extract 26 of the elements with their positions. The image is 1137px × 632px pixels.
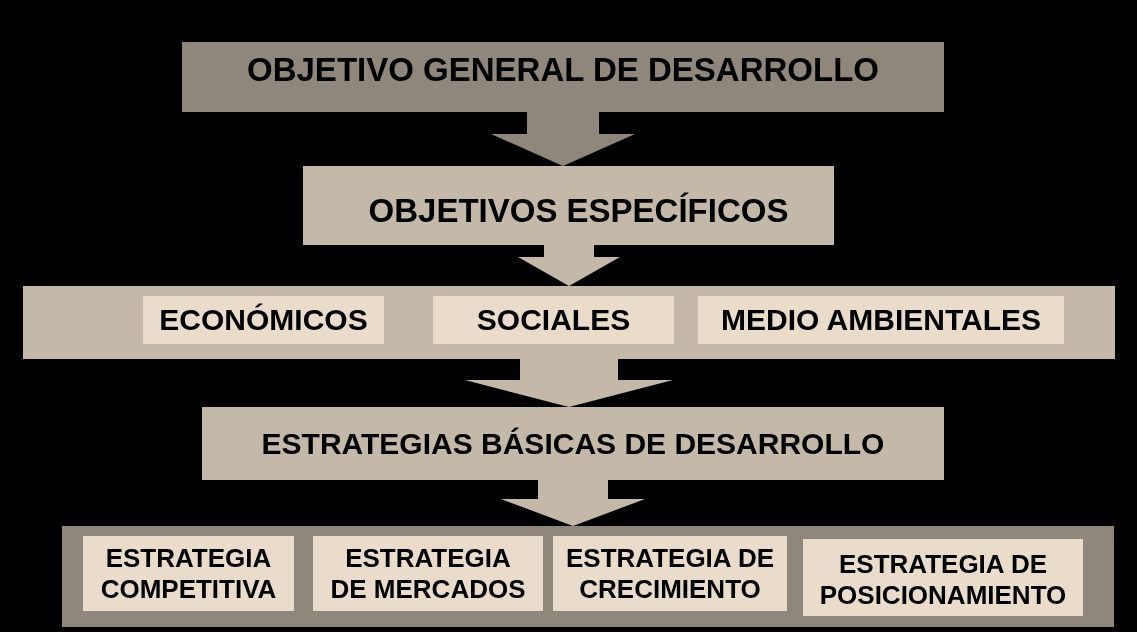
block-arrow	[465, 359, 673, 407]
process-box	[803, 539, 1083, 616]
box-label: ESTRATEGIA COMPETITIVA	[99, 543, 278, 604]
process-box	[313, 536, 543, 611]
box-label: ESTRATEGIA DE POSICIONAMIENTO	[818, 549, 1068, 610]
box-label: ESTRATEGIAS BÁSICAS DE DESARROLLO	[261, 425, 885, 462]
box-label: ESTRATEGIA DE MERCADOS	[329, 543, 527, 604]
block-arrow	[501, 480, 645, 526]
group-panel	[62, 526, 1114, 627]
block-arrow	[491, 112, 635, 166]
box-label: ECONÓMICOS	[159, 302, 368, 338]
process-box	[202, 407, 944, 480]
group-panel	[23, 286, 1115, 359]
process-box	[83, 536, 294, 611]
process-box	[303, 166, 834, 245]
process-box	[433, 296, 674, 344]
process-box	[143, 296, 384, 344]
process-box	[182, 42, 944, 112]
process-box	[698, 296, 1064, 344]
process-box	[553, 536, 787, 611]
box-label: OBJETIVO GENERAL DE DESARROLLO	[247, 50, 879, 90]
box-label: OBJETIVOS ESPECÍFICOS	[368, 192, 789, 231]
box-label: SOCIALES	[476, 302, 631, 338]
box-label: MEDIO AMBIENTALES	[721, 302, 1041, 338]
box-label: ESTRATEGIA DE CRECIMIENTO	[565, 543, 775, 604]
block-arrow	[518, 245, 620, 286]
